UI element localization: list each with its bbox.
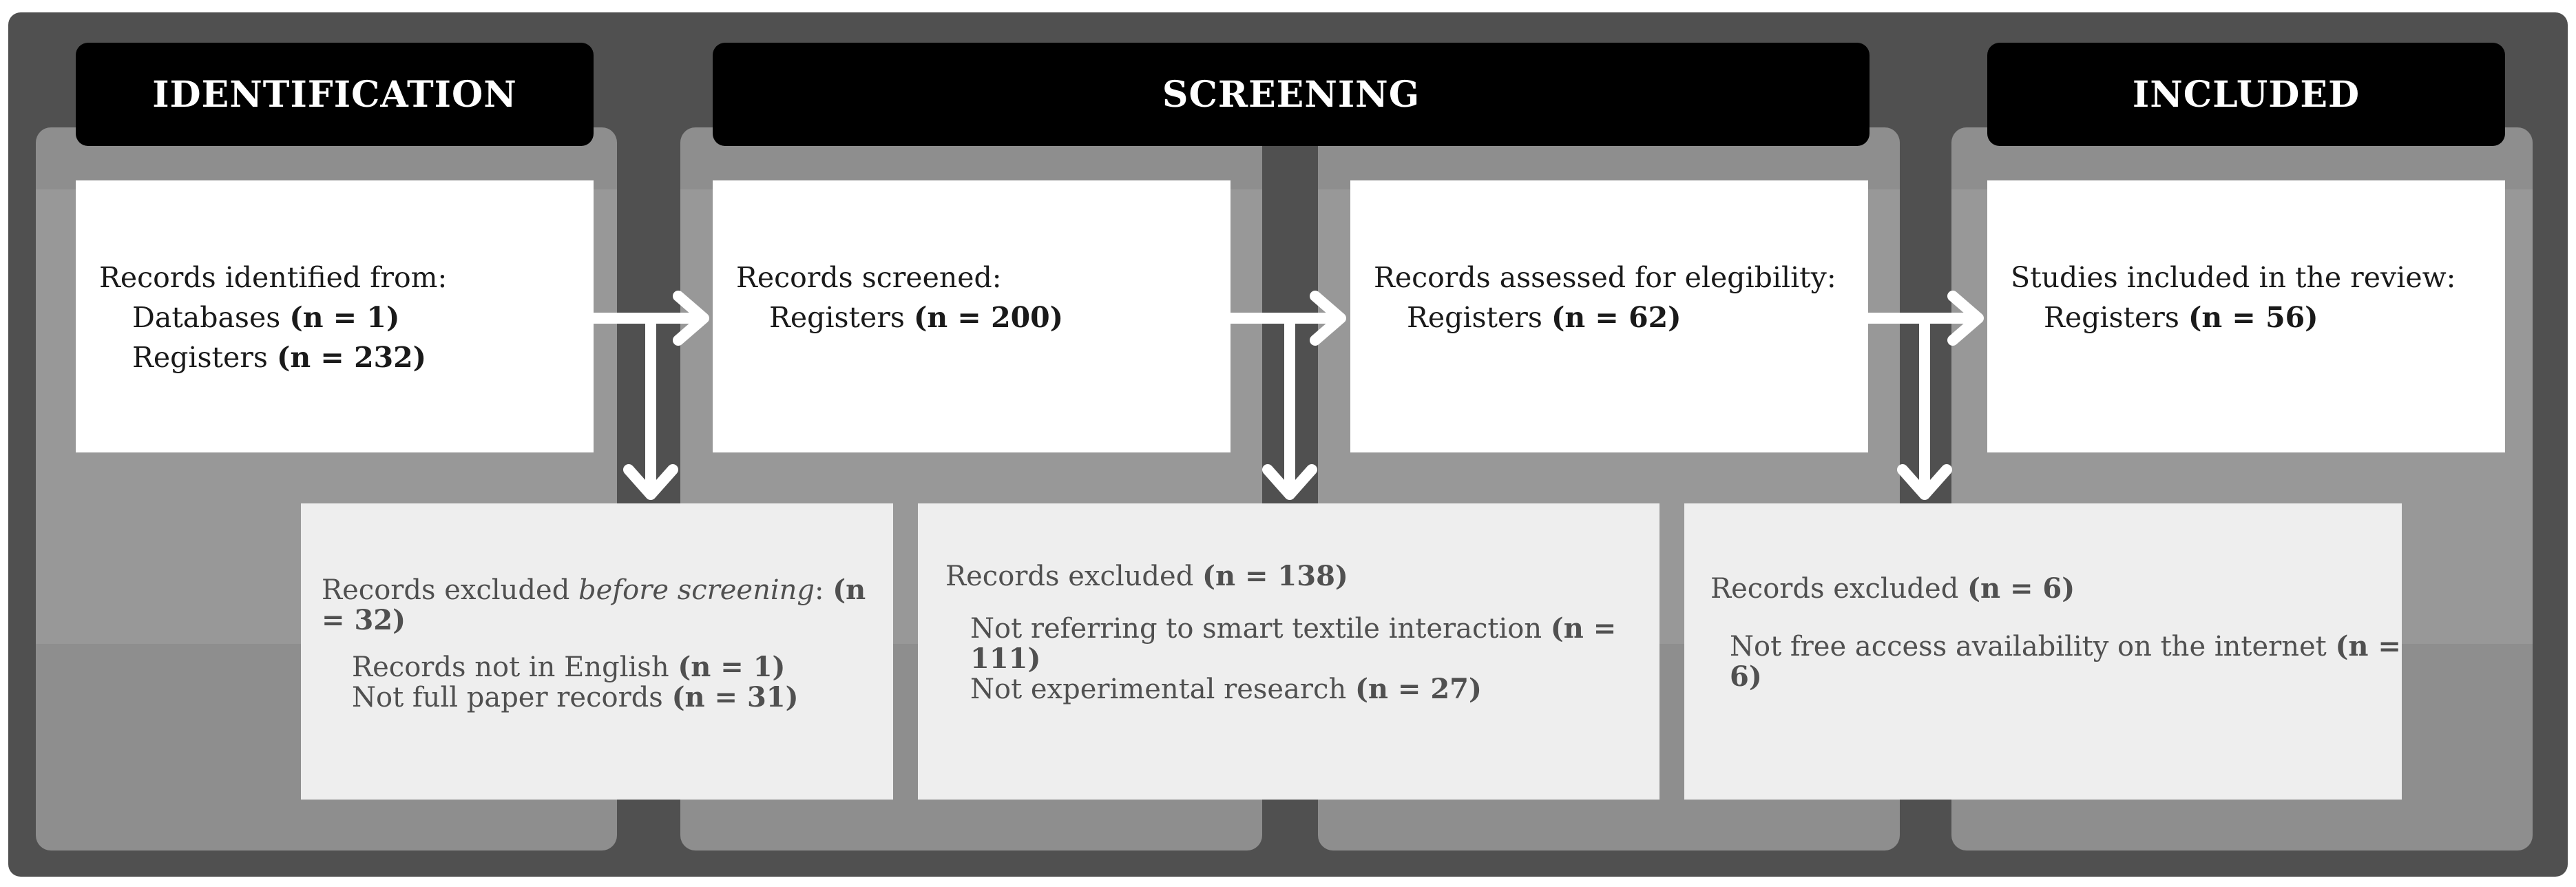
- databases-line: Databases (n = 1): [132, 301, 400, 334]
- studies-included-title: Studies included in the review:: [2011, 261, 2456, 294]
- not-free-access-line: Not free access availability on the inte…: [1730, 630, 2401, 693]
- arrow-identified-to-screened: [588, 291, 709, 500]
- not-english-line: Records not in English (n = 1): [352, 651, 786, 683]
- excluded-before-title: Records excluded before screening: (n = …: [322, 574, 866, 636]
- records-identified-title: Records identified from:: [99, 261, 448, 294]
- screened-registers-line: Registers (n = 200): [769, 301, 1064, 334]
- records-assessed-title: Records assessed for elegibility:: [1374, 261, 1836, 294]
- studies-included-box: Studies included in the review: Register…: [1987, 180, 2505, 452]
- excluded-screening-title: Records excluded (n = 138): [945, 560, 1348, 592]
- arrow-assessed-to-included: [1863, 291, 1984, 500]
- excluded-eligibility-box: Records excluded (n = 6) Not free access…: [1684, 503, 2402, 800]
- not-experimental-line: Not experimental research (n = 27): [970, 673, 1482, 705]
- not-full-paper-line: Not full paper records (n = 31): [352, 681, 799, 713]
- included-header: INCLUDED: [1987, 43, 2505, 146]
- arrow-screened-to-assessed: [1225, 291, 1346, 500]
- excluded-eligibility-title: Records excluded (n = 6): [1710, 572, 2075, 605]
- not-smart-textile-line: Not referring to smart textile interacti…: [970, 612, 1617, 675]
- records-screened-box: Records screened: Registers (n = 200): [713, 180, 1231, 452]
- included-registers-line: Registers (n = 56): [2044, 301, 2318, 334]
- registers-line: Registers (n = 232): [132, 341, 427, 374]
- excluded-screening-box: Records excluded (n = 138) Not referring…: [918, 503, 1659, 800]
- records-assessed-box: Records assessed for elegibility: Regist…: [1350, 180, 1868, 452]
- excluded-before-screening-box: Records excluded before screening: (n = …: [301, 503, 893, 800]
- records-screened-title: Records screened:: [736, 261, 1002, 294]
- identification-header: IDENTIFICATION: [76, 43, 594, 146]
- screening-header: SCREENING: [713, 43, 1870, 146]
- records-identified-box: Records identified from: Databases (n = …: [76, 180, 594, 452]
- assessed-registers-line: Registers (n = 62): [1407, 301, 1682, 334]
